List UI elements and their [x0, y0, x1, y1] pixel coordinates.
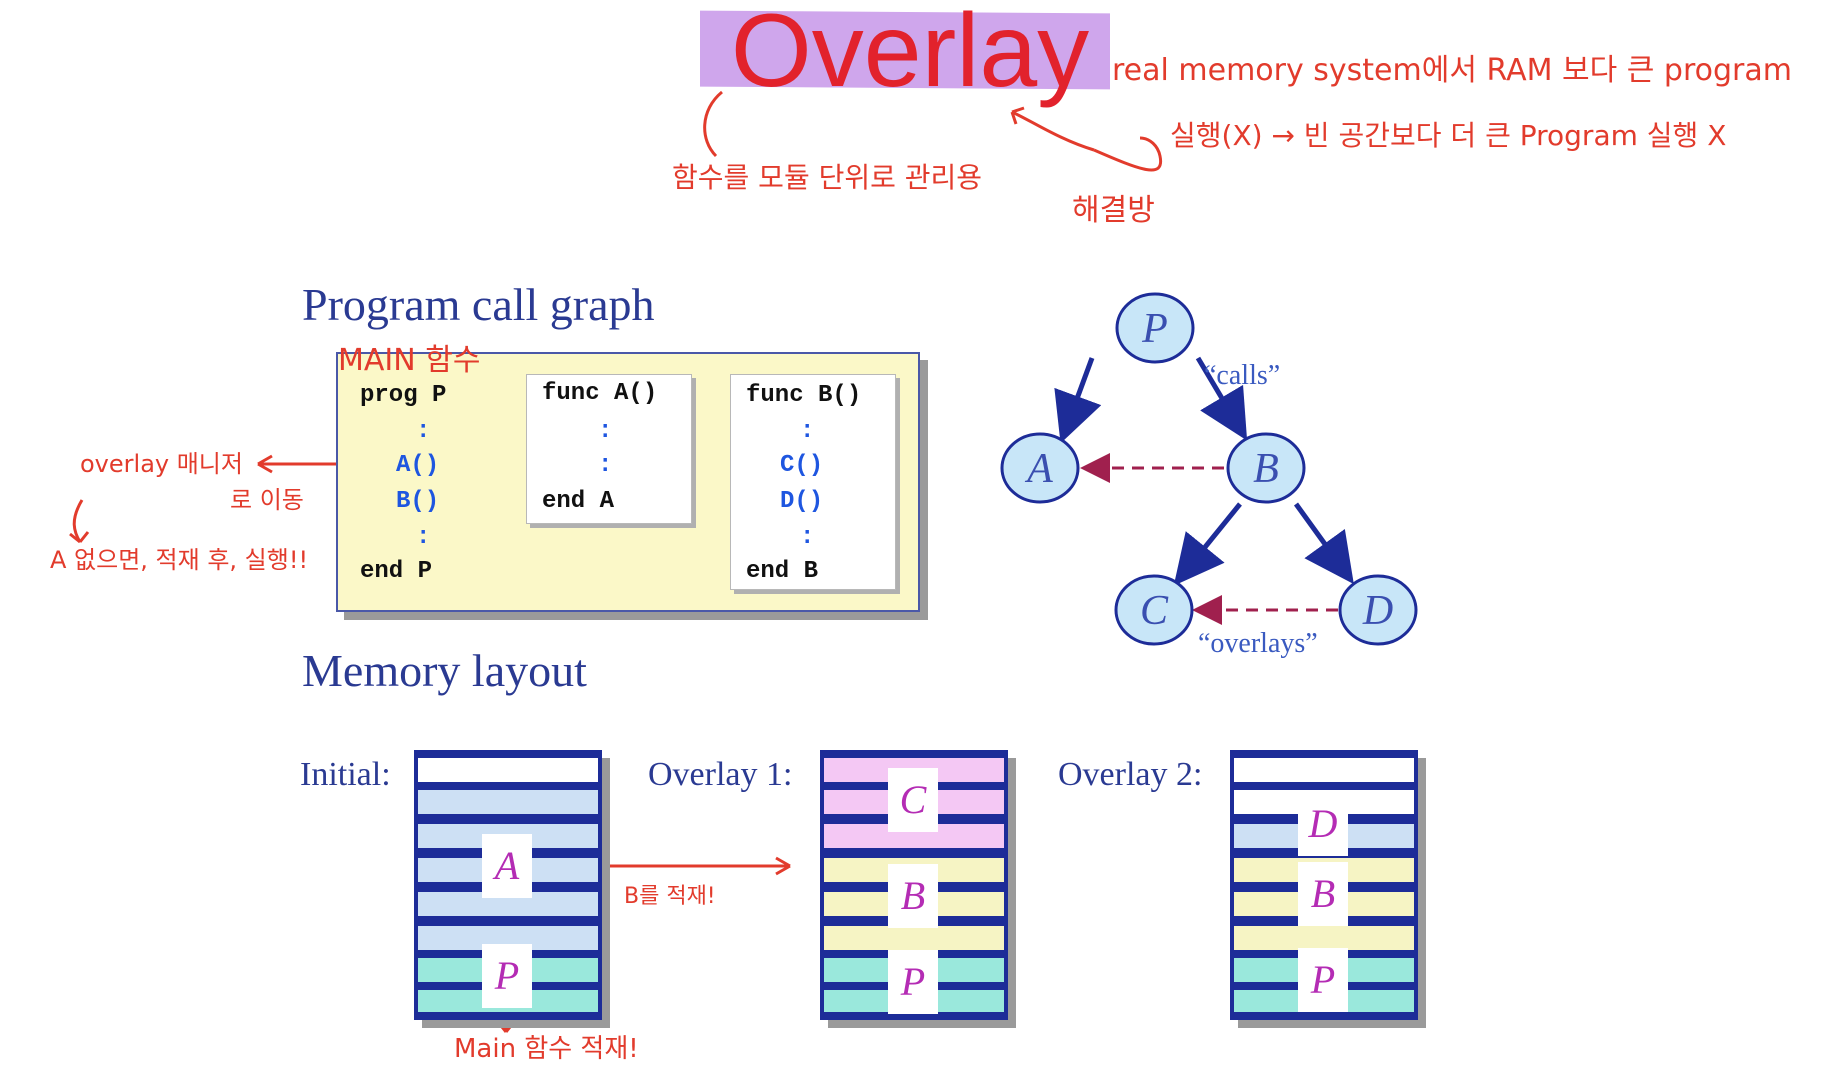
svg-text:A: A	[1024, 446, 1053, 492]
node-p: P	[1115, 292, 1195, 364]
annotation-move: 로 이동	[230, 486, 304, 514]
svg-text:D: D	[1362, 588, 1393, 634]
code-prog-line: end P	[360, 558, 433, 585]
annotation-real-memory: real memory system에서 RAM 보다 큰 program	[1112, 53, 1792, 88]
code-func-b-line: :	[800, 418, 815, 445]
svg-text:B: B	[1253, 446, 1279, 492]
node-d: D	[1338, 574, 1418, 646]
annotation-b-load: B를 적재!	[624, 884, 716, 909]
code-func-b-line: func B()	[746, 382, 862, 409]
code-func-a-line: :	[598, 452, 613, 479]
annotation-solution: 해결방	[1072, 193, 1155, 228]
memory-label-initial: Initial:	[300, 756, 391, 793]
segment-p: P	[1298, 948, 1348, 1012]
code-func-a-line: func A()	[542, 380, 658, 407]
heading-call-graph: Program call graph	[302, 279, 655, 330]
memory-label-overlay2: Overlay 2:	[1058, 756, 1203, 793]
annotation-execution: 실행(X) → 빈 공간보다 더 큰 Program 실행 X	[1170, 119, 1727, 152]
code-func-b-line: C()	[780, 452, 824, 479]
node-b: B	[1226, 432, 1306, 504]
call-graph: P A B C D	[1000, 292, 1418, 646]
func-a-box	[526, 374, 692, 524]
edge-b-c	[1173, 502, 1242, 586]
segment-d: D	[1298, 792, 1348, 856]
annotation-overlay-manager: overlay 매니저	[80, 450, 243, 478]
svg-text:P: P	[1141, 306, 1168, 352]
node-a: A	[1000, 432, 1080, 504]
overlays-label: “overlays”	[1198, 628, 1318, 659]
segment-b: B	[1298, 862, 1348, 926]
func-b-box	[730, 374, 896, 590]
code-func-a-line: :	[598, 418, 613, 445]
code-func-b-line: D()	[780, 488, 824, 515]
heading-memory-layout: Memory layout	[302, 645, 587, 696]
annotation-module: 함수를 모듈 단위로 관리용	[672, 161, 983, 194]
code-prog-line: prog P	[360, 382, 447, 409]
code-prog-line: :	[416, 418, 431, 445]
annotation-main-func: MAIN 함수	[338, 343, 481, 378]
code-func-b-line: end B	[746, 558, 819, 585]
segment-p: P	[482, 944, 532, 1008]
code-prog-line: B()	[396, 488, 440, 515]
code-func-a-line: end A	[542, 488, 615, 515]
memory-column-overlay2	[1230, 750, 1418, 1020]
segment-c: C	[888, 768, 938, 832]
node-c: C	[1114, 574, 1194, 646]
code-prog-line: :	[416, 524, 431, 551]
memory-label-overlay1: Overlay 1:	[648, 756, 793, 793]
svg-text:C: C	[1140, 588, 1169, 634]
annotation-a-missing: A 없으면, 적재 후, 실행!!	[50, 546, 309, 574]
page-title: Overlay	[730, 0, 1090, 109]
segment-p: P	[888, 950, 938, 1014]
edge-b-d	[1293, 502, 1354, 585]
code-func-b-line: :	[800, 524, 815, 551]
segment-b: B	[888, 864, 938, 928]
calls-label: “calls”	[1204, 360, 1281, 391]
edge-p-b	[1195, 356, 1248, 441]
annotation-main-load: Main 함수 적재!	[454, 1034, 639, 1064]
segment-a: A	[482, 834, 532, 898]
edge-p-a	[1054, 357, 1102, 444]
code-prog-line: A()	[396, 452, 440, 479]
